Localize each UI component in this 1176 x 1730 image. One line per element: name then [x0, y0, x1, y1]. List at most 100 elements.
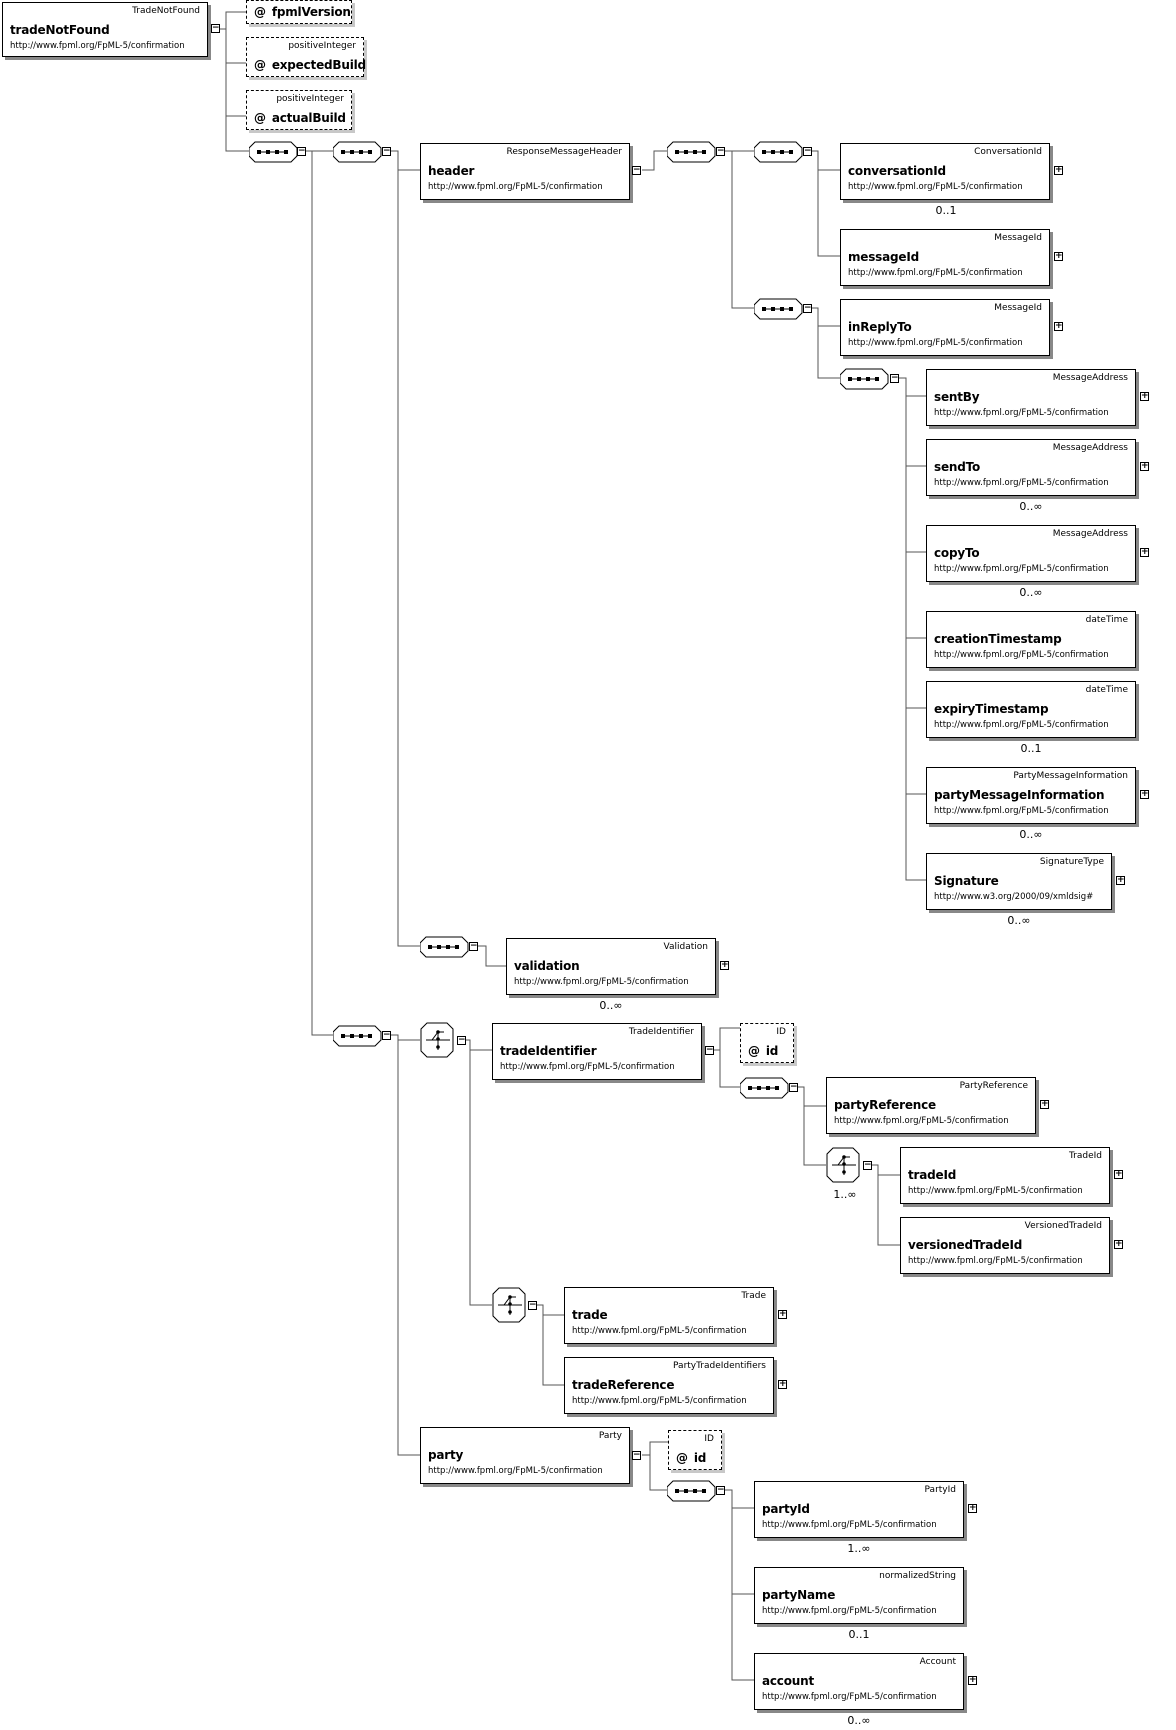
expand-toggle[interactable]: + [720, 960, 729, 970]
element-box-tradeNotFound[interactable]: TradeNotFound tradeNotFound http://www.f… [2, 2, 208, 57]
collapse-toggle[interactable]: − [528, 1300, 537, 1310]
sequence-compositor-icon[interactable] [740, 1077, 796, 1099]
attribute-at-icon: @ [254, 111, 266, 125]
element-namespace: http://www.fpml.org/FpML-5/confirmation [908, 1186, 1083, 1196]
expand-toggle[interactable]: + [1140, 547, 1149, 557]
collapse-toggle[interactable]: − [890, 373, 899, 383]
element-box-sendTo[interactable]: MessageAddress sendTo http://www.fpml.or… [926, 439, 1136, 496]
element-type: ConversationId [974, 147, 1042, 157]
attribute-type: ID [776, 1027, 786, 1037]
sequence-compositor-icon[interactable] [333, 141, 389, 163]
attribute-box-expectedBuild[interactable]: positiveInteger @expectedBuild [246, 37, 366, 77]
collapse-toggle[interactable]: − [789, 1082, 798, 1092]
element-box-messageId[interactable]: MessageId messageId http://www.fpml.org/… [840, 229, 1050, 286]
element-namespace: http://www.fpml.org/FpML-5/confirmation [10, 41, 185, 51]
collapse-toggle[interactable]: − [382, 146, 391, 156]
element-type: PartyId [924, 1485, 956, 1495]
element-box-partyMessageInformation[interactable]: PartyMessageInformation partyMessageInfo… [926, 767, 1136, 824]
element-namespace: http://www.fpml.org/FpML-5/confirmation [908, 1256, 1083, 1266]
element-type: PartyReference [959, 1081, 1028, 1091]
sequence-compositor-icon[interactable] [754, 141, 810, 163]
element-box-copyTo[interactable]: MessageAddress copyTo http://www.fpml.or… [926, 525, 1136, 582]
element-namespace: http://www.fpml.org/FpML-5/confirmation [500, 1062, 675, 1072]
choice-compositor-icon[interactable] [826, 1147, 862, 1185]
element-namespace: http://www.fpml.org/FpML-5/confirmation [762, 1520, 937, 1530]
element-box-validation[interactable]: Validation validation http://www.fpml.or… [506, 938, 716, 995]
attribute-box-id[interactable]: ID @id [668, 1430, 722, 1470]
element-namespace: http://www.fpml.org/FpML-5/confirmation [848, 182, 1023, 192]
attribute-box-actualBuild[interactable]: positiveInteger @actualBuild [246, 90, 352, 130]
collapse-toggle[interactable]: − [716, 1485, 725, 1495]
sequence-compositor-icon[interactable] [840, 368, 896, 390]
collapse-toggle[interactable]: − [716, 146, 725, 156]
element-box-versionedTradeId[interactable]: VersionedTradeId versionedTradeId http:/… [900, 1217, 1110, 1274]
element-box-signature[interactable]: SignatureType Signature http://www.w3.or… [926, 853, 1112, 910]
element-box-partyName[interactable]: normalizedString partyName http://www.fp… [754, 1567, 964, 1624]
element-box-conversationId[interactable]: ConversationId conversationId http://www… [840, 143, 1050, 200]
collapse-toggle[interactable]: − [632, 1450, 641, 1460]
attribute-name-row: @fpmlVersion [254, 5, 351, 19]
element-box-tradeId[interactable]: TradeId tradeId http://www.fpml.org/FpML… [900, 1147, 1110, 1204]
element-namespace: http://www.fpml.org/FpML-5/confirmation [848, 338, 1023, 348]
element-type: Account [919, 1657, 956, 1667]
element-box-expiryTimestamp[interactable]: dateTime expiryTimestamp http://www.fpml… [926, 681, 1136, 738]
element-namespace: http://www.fpml.org/FpML-5/confirmation [934, 408, 1109, 418]
element-box-trade[interactable]: Trade trade http://www.fpml.org/FpML-5/c… [564, 1287, 774, 1344]
expand-toggle[interactable]: + [1054, 165, 1063, 175]
collapse-toggle[interactable]: − [382, 1030, 391, 1040]
element-box-party[interactable]: Party party http://www.fpml.org/FpML-5/c… [420, 1427, 630, 1484]
expand-toggle[interactable]: + [1114, 1169, 1123, 1179]
collapse-toggle[interactable]: − [211, 23, 220, 33]
attribute-box-id[interactable]: ID @id [740, 1023, 794, 1063]
element-namespace: http://www.fpml.org/FpML-5/confirmation [848, 268, 1023, 278]
sequence-compositor-icon[interactable] [420, 936, 476, 958]
element-box-partyReference[interactable]: PartyReference partyReference http://www… [826, 1077, 1036, 1134]
element-box-tradeReference[interactable]: PartyTradeIdentifiers tradeReference htt… [564, 1357, 774, 1414]
multiplicity-label: 1..∞ [847, 1542, 871, 1555]
collapse-toggle[interactable]: − [297, 146, 306, 156]
expand-toggle[interactable]: + [1140, 789, 1149, 799]
element-name: tradeIdentifier [500, 1044, 597, 1058]
collapse-toggle[interactable]: − [457, 1035, 466, 1045]
element-box-partyId[interactable]: PartyId partyId http://www.fpml.org/FpML… [754, 1481, 964, 1538]
element-box-account[interactable]: Account account http://www.fpml.org/FpML… [754, 1653, 964, 1710]
collapse-toggle[interactable]: − [803, 303, 812, 313]
element-box-tradeIdentifier[interactable]: TradeIdentifier tradeIdentifier http://w… [492, 1023, 702, 1080]
element-name: tradeId [908, 1168, 957, 1182]
expand-toggle[interactable]: + [1140, 391, 1149, 401]
attribute-box-fpmlVersion[interactable]: @fpmlVersion [246, 0, 352, 24]
expand-toggle[interactable]: + [1116, 875, 1125, 885]
collapse-toggle[interactable]: − [632, 165, 641, 175]
multiplicity-label: 0..∞ [1019, 500, 1043, 513]
collapse-toggle[interactable]: − [863, 1160, 872, 1170]
choice-compositor-icon[interactable] [492, 1287, 528, 1325]
element-box-header[interactable]: ResponseMessageHeader header http://www.… [420, 143, 630, 200]
element-box-sentBy[interactable]: MessageAddress sentBy http://www.fpml.or… [926, 369, 1136, 426]
collapse-toggle[interactable]: − [469, 941, 478, 951]
expand-toggle[interactable]: + [778, 1309, 787, 1319]
sequence-compositor-icon[interactable] [333, 1025, 389, 1047]
expand-toggle[interactable]: + [778, 1379, 787, 1389]
sequence-compositor-icon[interactable] [754, 298, 810, 320]
expand-toggle[interactable]: + [1054, 321, 1063, 331]
multiplicity-label: 0..∞ [1019, 828, 1043, 841]
expand-toggle[interactable]: + [968, 1503, 977, 1513]
expand-toggle[interactable]: + [1140, 461, 1149, 471]
expand-toggle[interactable]: + [1040, 1099, 1049, 1109]
element-box-creationTimestamp[interactable]: dateTime creationTimestamp http://www.fp… [926, 611, 1136, 668]
element-namespace: http://www.fpml.org/FpML-5/confirmation [514, 977, 689, 987]
sequence-compositor-icon[interactable] [667, 1480, 723, 1502]
sequence-compositor-icon[interactable] [667, 141, 723, 163]
multiplicity-label: 1..∞ [833, 1188, 857, 1201]
collapse-toggle[interactable]: − [803, 146, 812, 156]
expand-toggle[interactable]: + [1054, 251, 1063, 261]
expand-toggle[interactable]: + [1114, 1239, 1123, 1249]
element-type: MessageId [994, 233, 1042, 243]
sequence-compositor-icon[interactable] [249, 141, 305, 163]
element-box-inReplyTo[interactable]: MessageId inReplyTo http://www.fpml.org/… [840, 299, 1050, 356]
attribute-name-row: @id [748, 1044, 778, 1058]
choice-compositor-icon[interactable] [420, 1022, 456, 1060]
collapse-toggle[interactable]: − [705, 1045, 714, 1055]
element-namespace: http://www.fpml.org/FpML-5/confirmation [572, 1326, 747, 1336]
expand-toggle[interactable]: + [968, 1675, 977, 1685]
